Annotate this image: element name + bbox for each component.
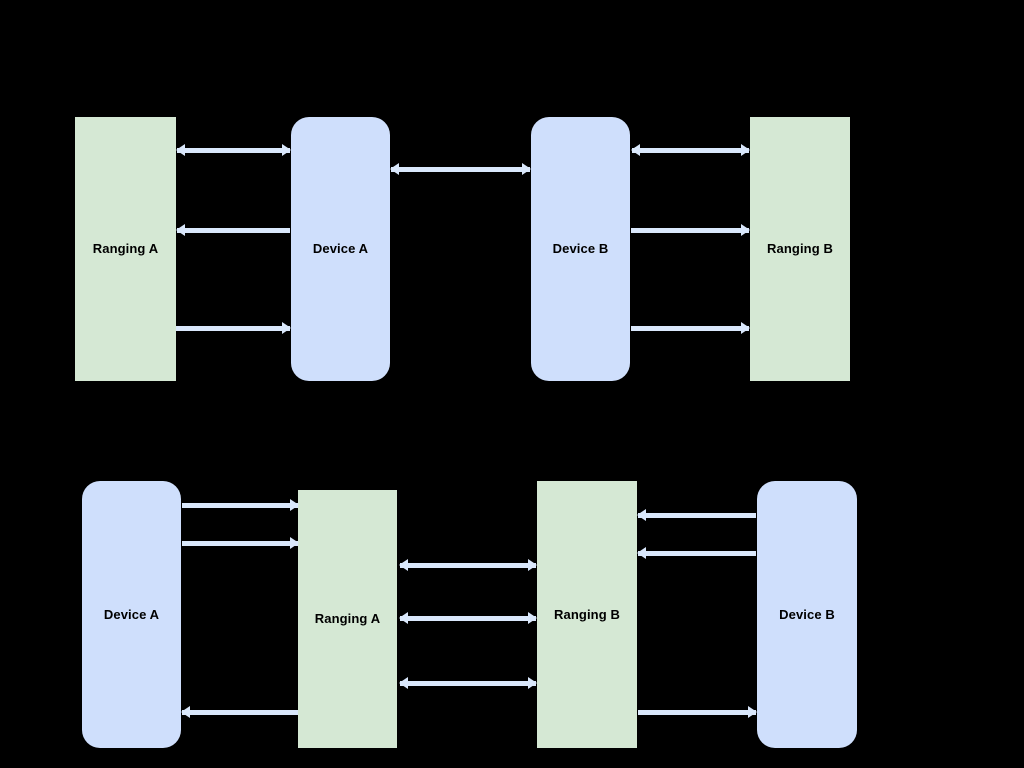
node-label: Ranging A (92, 241, 159, 257)
node-label: Ranging A (314, 611, 381, 627)
connector-top-conn-4 (631, 143, 750, 157)
arrowhead-left-icon (637, 547, 646, 559)
connector-bot-conn-mid-2 (399, 611, 537, 625)
node-label: Device A (103, 606, 160, 622)
connector-bot-conn-2 (182, 536, 299, 550)
arrowhead-right-icon (522, 163, 531, 175)
node-label: Ranging B (554, 606, 620, 622)
arrowhead-right-icon (528, 612, 537, 624)
arrowhead-left-icon (637, 509, 646, 521)
arrowhead-right-icon (741, 144, 750, 156)
arrowhead-left-icon (181, 706, 190, 718)
connector-bot-conn-5 (637, 546, 756, 560)
connector-shaft (391, 166, 530, 172)
connector-top-conn-1 (176, 143, 291, 157)
arrowhead-right-icon (748, 706, 757, 718)
connector-shaft (177, 227, 290, 233)
node-bottom-ranging-b[interactable]: Ranging B (537, 481, 637, 748)
connector-bot-conn-6 (638, 705, 757, 719)
connector-shaft (400, 562, 536, 568)
arrowhead-right-icon (282, 144, 291, 156)
connector-top-conn-3 (176, 321, 291, 335)
node-bottom-device-b[interactable]: Device B (757, 481, 857, 748)
connector-bot-conn-mid-1 (399, 558, 537, 572)
connector-shaft (632, 147, 749, 153)
arrowhead-right-icon (290, 499, 299, 511)
connector-top-conn-5 (631, 223, 750, 237)
connector-shaft (638, 709, 756, 715)
node-top-device-a[interactable]: Device A (291, 117, 390, 381)
arrowhead-right-icon (290, 537, 299, 549)
connector-shaft (177, 147, 290, 153)
connector-shaft (638, 512, 756, 518)
arrowhead-left-icon (176, 224, 185, 236)
connector-shaft (638, 550, 756, 556)
arrowhead-left-icon (399, 559, 408, 571)
arrowhead-left-icon (631, 144, 640, 156)
arrowhead-left-icon (390, 163, 399, 175)
arrowhead-right-icon (282, 322, 291, 334)
connector-bot-conn-3 (181, 705, 298, 719)
connector-shaft (182, 709, 298, 715)
arrowhead-right-icon (528, 559, 537, 571)
arrowhead-right-icon (528, 677, 537, 689)
node-top-ranging-a[interactable]: Ranging A (75, 117, 176, 381)
connector-shaft (631, 227, 749, 233)
arrowhead-left-icon (176, 144, 185, 156)
connector-bot-conn-mid-3 (399, 676, 537, 690)
node-bottom-device-a[interactable]: Device A (82, 481, 181, 748)
arrowhead-left-icon (399, 677, 408, 689)
connector-shaft (182, 502, 298, 508)
connector-shaft (176, 325, 290, 331)
connector-top-conn-6 (631, 321, 750, 335)
connector-top-conn-mid (390, 162, 531, 176)
arrowhead-right-icon (741, 322, 750, 334)
connector-shaft (182, 540, 298, 546)
connector-shaft (631, 325, 749, 331)
connector-shaft (400, 680, 536, 686)
connector-shaft (400, 615, 536, 621)
connector-bot-conn-4 (637, 508, 756, 522)
node-top-ranging-b[interactable]: Ranging B (750, 117, 850, 381)
node-label: Device B (779, 606, 835, 622)
connector-top-conn-2 (176, 223, 290, 237)
node-label: Device B (552, 241, 609, 257)
node-label: Device A (312, 241, 369, 257)
node-top-device-b[interactable]: Device B (531, 117, 630, 381)
arrowhead-left-icon (399, 612, 408, 624)
arrowhead-right-icon (741, 224, 750, 236)
node-bottom-ranging-a[interactable]: Ranging A (298, 490, 397, 748)
node-label: Ranging B (767, 241, 833, 257)
connector-bot-conn-1 (182, 498, 299, 512)
